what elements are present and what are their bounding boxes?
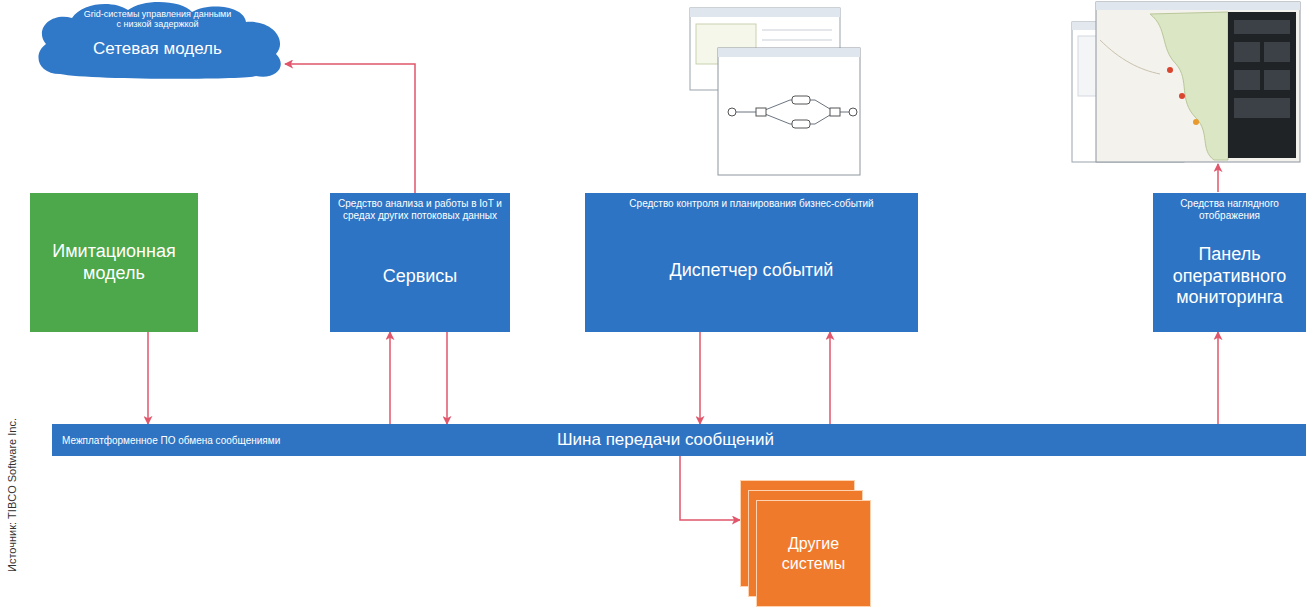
process-box: Средство контроля и планирования бизнес-… [585, 193, 918, 332]
panel-widget [1234, 70, 1260, 90]
flow-node [830, 108, 840, 116]
map-marker [1193, 119, 1199, 125]
node-title: Диспетчер событий [585, 210, 918, 333]
source-note: Источник: TIBCO Software Inc. [6, 418, 18, 572]
panel-widget [1264, 70, 1290, 90]
process-box: Имитационная модель [30, 193, 198, 332]
flow-arrow [389, 332, 391, 424]
flow-arrow [829, 332, 831, 424]
flow-arrow [285, 64, 415, 193]
cloud-node: Grid-системы управления данными с низкой… [30, 0, 285, 80]
flow-node [792, 120, 810, 128]
window-line [762, 30, 832, 31]
panel-widget [1264, 42, 1290, 62]
node-title: Панель оперативного мониторинга [1153, 221, 1306, 332]
stack-layer [757, 501, 871, 607]
dark-panel [1228, 12, 1296, 158]
node-title: Шина передачи сообщений [557, 430, 774, 450]
panel-widget [1234, 42, 1260, 62]
screenshot-dashboard [1072, 2, 1300, 162]
screenshot-event-designer [690, 8, 860, 175]
flow-arrow [1217, 332, 1219, 424]
map-road [1100, 40, 1160, 74]
window-bar [1096, 2, 1300, 10]
node-subtitle: Grid-системы управления данными с низкой… [83, 9, 233, 30]
flow-arrow [147, 332, 149, 424]
process-box: Средства наглядного отображенияПанель оп… [1153, 193, 1306, 332]
flow-node [792, 96, 810, 104]
window [718, 48, 860, 175]
node-title: Имитационная модель [30, 193, 198, 332]
node-subtitle: Средство контроля и планирования бизнес-… [585, 193, 918, 210]
panel-widget [1234, 20, 1290, 34]
map-marker [1167, 67, 1173, 73]
node-title: Сетевая модель [93, 39, 222, 59]
window-bar [718, 48, 860, 57]
cloud-outline [38, 2, 280, 79]
message-bus: Межплатформенное ПО обмена сообщениямиШи… [52, 424, 1306, 456]
stacked-box: Другие системы [740, 480, 871, 607]
flow-node [849, 108, 857, 116]
flow-arrow [446, 332, 448, 424]
window-bar [690, 8, 840, 17]
flow-node [728, 108, 736, 116]
node-subtitle: Средства наглядного отображения [1153, 193, 1306, 221]
flow-arrow [699, 332, 701, 424]
flow-arrow [680, 456, 740, 520]
leader-arrow [1217, 164, 1219, 192]
process-box: Средство анализа и работы в IoT и средах… [330, 193, 510, 332]
window-line [762, 40, 832, 41]
map-marker [1179, 93, 1185, 99]
node-title: Сервисы [330, 221, 510, 332]
node-subtitle: Межплатформенное ПО обмена сообщениями [52, 435, 557, 446]
panel-widget [1234, 98, 1290, 118]
map-land [1150, 12, 1228, 160]
node-subtitle: Средство анализа и работы в IoT и средах… [330, 193, 510, 221]
node-title: Другие системы [756, 528, 871, 578]
window [1096, 2, 1300, 162]
flow-node [756, 108, 766, 116]
